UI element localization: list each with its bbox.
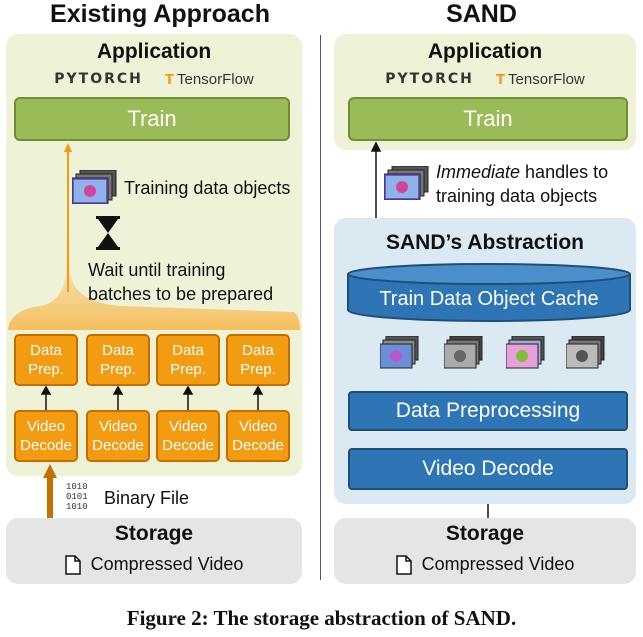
video-decode-label-2: Decode: [20, 437, 72, 454]
figure-caption: Figure 2: The storage abstraction of SAN…: [126, 606, 517, 630]
binary-file-label: Binary File: [104, 488, 190, 508]
right-storage-panel: [334, 518, 636, 584]
wait-label: Wait until training batches to be prepar…: [88, 258, 273, 306]
data-prep-label-1: Data: [172, 342, 204, 359]
binary-digit-row: 1010: [66, 482, 88, 492]
right-storage-sub-label: Compressed Video: [421, 554, 575, 574]
left-storage-panel: [6, 518, 302, 584]
data-prep-label-2: Prep.: [240, 361, 276, 378]
data-prep-label-1: Data: [242, 342, 274, 359]
left-storage-title: Storage: [114, 522, 194, 545]
train-data-object-cache: [347, 263, 631, 322]
video-decode-label-2: Decode: [162, 437, 214, 454]
pytorch-logo: PYTORCH: [385, 71, 474, 87]
data-prep-label-2: Prep.: [100, 361, 136, 378]
panel-divider: [320, 35, 321, 580]
binary-arrow-head: [43, 464, 57, 478]
frame-thumbnail-icon: [380, 336, 419, 369]
video-decode-box-right: Video Decode: [348, 448, 628, 490]
frame-thumbnail-icon: [506, 336, 545, 369]
pytorch-label: PYTORCH: [385, 71, 474, 87]
right-storage-sub: Compressed Video: [334, 554, 636, 575]
left-train-box: Train: [14, 97, 290, 141]
binary-digits-icon: 1010 0101 1010: [66, 482, 88, 512]
sand-abstraction-title: SAND’s Abstraction: [386, 231, 584, 254]
right-heading: SAND: [446, 0, 517, 28]
video-decode-label-1: Video: [238, 418, 278, 435]
video-decode-label-1: Video: [26, 418, 66, 435]
frame-thumbnail-icon: [566, 336, 605, 369]
training-objects-icon: [72, 170, 117, 204]
document-icon: [64, 554, 81, 575]
hourglass-icon: [96, 216, 120, 250]
tensorflow-icon: T: [495, 70, 506, 88]
wait-label-line-2: batches to be prepared: [88, 284, 274, 304]
binary-digit-row: 0101: [66, 492, 88, 502]
data-prep-label-1: Data: [30, 342, 62, 359]
data-prep-label-1: Data: [102, 342, 134, 359]
handles-objects-icon: [384, 166, 429, 200]
right-train-box: Train: [348, 97, 628, 141]
binary-digit-row: 1010: [66, 502, 88, 512]
data-prep-label-2: Prep.: [28, 361, 64, 378]
decode-to-prep-arrows: [40, 385, 264, 410]
video-decode-label-2: Decode: [92, 437, 144, 454]
document-icon: [395, 554, 412, 575]
wait-label-line-1: Wait until training: [88, 260, 226, 280]
handles-rest-1: handles to: [520, 162, 609, 182]
tensorflow-label: TensorFlow: [177, 70, 254, 88]
left-storage-sub: Compressed Video: [6, 554, 302, 575]
right-app-title: Application: [427, 40, 543, 63]
video-decode-label-2: Decode: [232, 437, 284, 454]
data-prep-label-2: Prep.: [170, 361, 206, 378]
tensorflow-icon: T: [164, 70, 175, 88]
frame-thumbnail-icon: [444, 336, 483, 369]
left-storage-sub-label: Compressed Video: [90, 554, 244, 574]
binary-arrow-shaft: [47, 474, 53, 522]
funnel-shape: [8, 230, 300, 330]
left-app-title: Application: [96, 40, 212, 63]
tensorflow-label: TensorFlow: [508, 70, 585, 88]
pytorch-label: PYTORCH: [54, 71, 143, 87]
video-decode-label-1: Video: [168, 418, 208, 435]
pytorch-logo: PYTORCH: [54, 71, 143, 87]
handles-label: Immediate handles to training data objec…: [436, 160, 608, 208]
left-upward-arrow-head: [64, 143, 72, 152]
cache-label: Train Data Object Cache: [379, 288, 599, 310]
video-decode-label-1: Video: [98, 418, 138, 435]
left-heading: Existing Approach: [50, 0, 270, 28]
handles-rest-2: training data objects: [436, 186, 598, 206]
right-storage-title: Storage: [445, 522, 525, 545]
training-objects-label: Training data objects: [124, 178, 291, 198]
handles-italic: Immediate: [436, 162, 521, 182]
data-preprocessing-box: Data Preprocessing: [348, 391, 628, 431]
left-orange-flow: [8, 143, 300, 522]
